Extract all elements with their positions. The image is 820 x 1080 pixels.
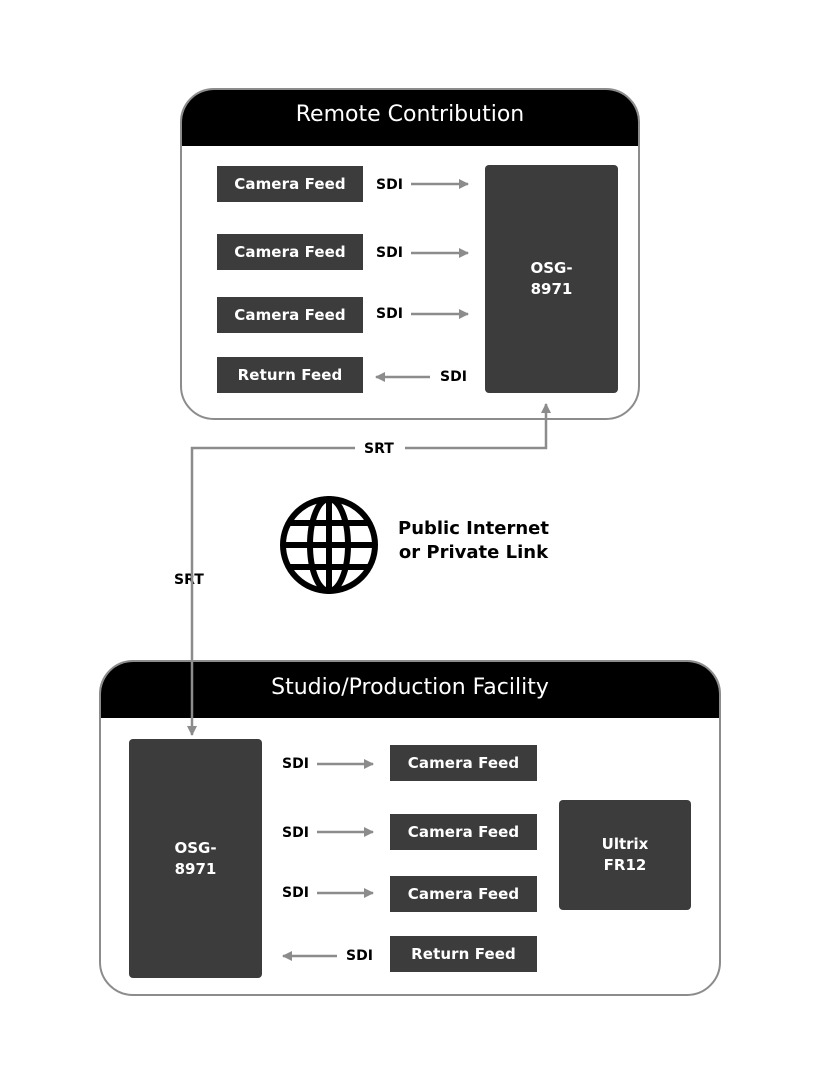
studio-camera-feed-3: Camera Feed — [390, 876, 537, 912]
remote-return-feed: Return Feed — [217, 357, 363, 393]
studio-device-name-line1: OSG- — [174, 838, 217, 857]
studio-sdi-label-2: SDI — [282, 825, 309, 841]
router-name-line1: Ultrix — [601, 835, 649, 853]
studio-osg-8971-device: OSG- 8971 — [129, 739, 262, 978]
remote-camera-feed-2: Camera Feed — [217, 234, 363, 270]
remote-osg-8971-device: OSG- 8971 — [485, 165, 618, 393]
studio-return-feed: Return Feed — [390, 936, 537, 972]
srt-label-side: SRT — [174, 572, 204, 588]
remote-device-name-line1: OSG- — [530, 259, 573, 277]
studio-camera-feed-1: Camera Feed — [390, 745, 537, 781]
studio-sdi-label-3: SDI — [282, 885, 309, 901]
network-caption-line1: Public Internet — [398, 518, 549, 539]
remote-contribution-title: Remote Contribution — [182, 90, 638, 146]
remote-camera-feed-1: Camera Feed — [217, 166, 363, 202]
network-caption-line2: or Private Link — [398, 542, 549, 563]
studio-sdi-label-1: SDI — [282, 756, 309, 772]
remote-sdi-label-2: SDI — [376, 245, 403, 261]
remote-device-name-line2: 8971 — [530, 280, 573, 298]
remote-sdi-label-return: SDI — [440, 369, 467, 385]
studio-sdi-label-return: SDI — [346, 948, 373, 964]
ultrix-fr12-router: Ultrix FR12 — [559, 800, 691, 910]
router-name-line2: FR12 — [603, 856, 647, 874]
network-caption: Public Internet or Private Link — [398, 517, 549, 565]
remote-sdi-label-3: SDI — [376, 306, 403, 322]
studio-production-title: Studio/Production Facility — [101, 662, 719, 718]
remote-sdi-label-1: SDI — [376, 177, 403, 193]
studio-camera-feed-2: Camera Feed — [390, 814, 537, 850]
studio-device-name-line2: 8971 — [174, 859, 217, 878]
globe-icon — [280, 496, 378, 594]
remote-camera-feed-3: Camera Feed — [217, 297, 363, 333]
srt-label-top: SRT — [364, 441, 394, 457]
